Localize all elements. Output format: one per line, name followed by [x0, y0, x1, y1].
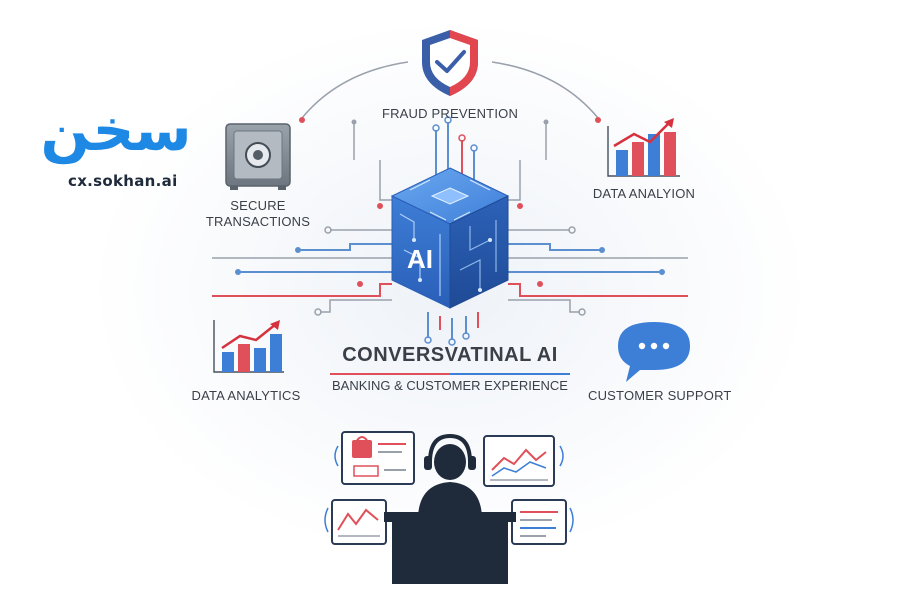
customer-support-label: CUSTOMER SUPPORT: [588, 388, 732, 403]
circuit-lines-bottom: [424, 312, 479, 346]
logo-script-text: سخن: [40, 96, 191, 165]
monitor-small-right: [511, 499, 574, 545]
secure-transactions-label-line1: SECURE: [230, 198, 286, 213]
circuit-lines-right: [508, 226, 688, 316]
bar-chart-icon-right: [607, 118, 680, 177]
arc-connectors: [299, 61, 601, 160]
secure-transactions-label-line2: TRANSACTIONS: [205, 214, 311, 229]
main-subtitle: BANKING & CUSTOMER EXPERIENCE: [332, 378, 568, 393]
desk: [384, 512, 516, 584]
ai-chip-cube: AI: [390, 167, 510, 309]
data-analytics-label: DATA ANALYTICS: [191, 388, 301, 403]
ai-chip-label: AI: [407, 244, 433, 274]
circuit-lines-left: [212, 226, 392, 316]
sokhan-logo-mark: سخن: [40, 96, 191, 165]
agent-workstation: [324, 431, 574, 584]
monitor-lock: [334, 431, 415, 485]
agent-person: [418, 433, 482, 516]
chat-bubble-icon: [618, 322, 690, 382]
safe-icon: [225, 123, 291, 190]
data-analyion-label: DATA ANALYION: [592, 186, 696, 201]
bar-chart-icon-left: [213, 320, 284, 373]
monitor-chart: [483, 435, 564, 487]
fraud-prevention-label: FRAUD PREVENTION: [381, 106, 519, 121]
shield-check-icon: [422, 30, 478, 96]
logo-url[interactable]: cx.sokhan.ai: [68, 172, 178, 190]
monitor-small-left: [324, 499, 387, 545]
main-title: CONVERSVATINAL AI: [342, 344, 558, 366]
